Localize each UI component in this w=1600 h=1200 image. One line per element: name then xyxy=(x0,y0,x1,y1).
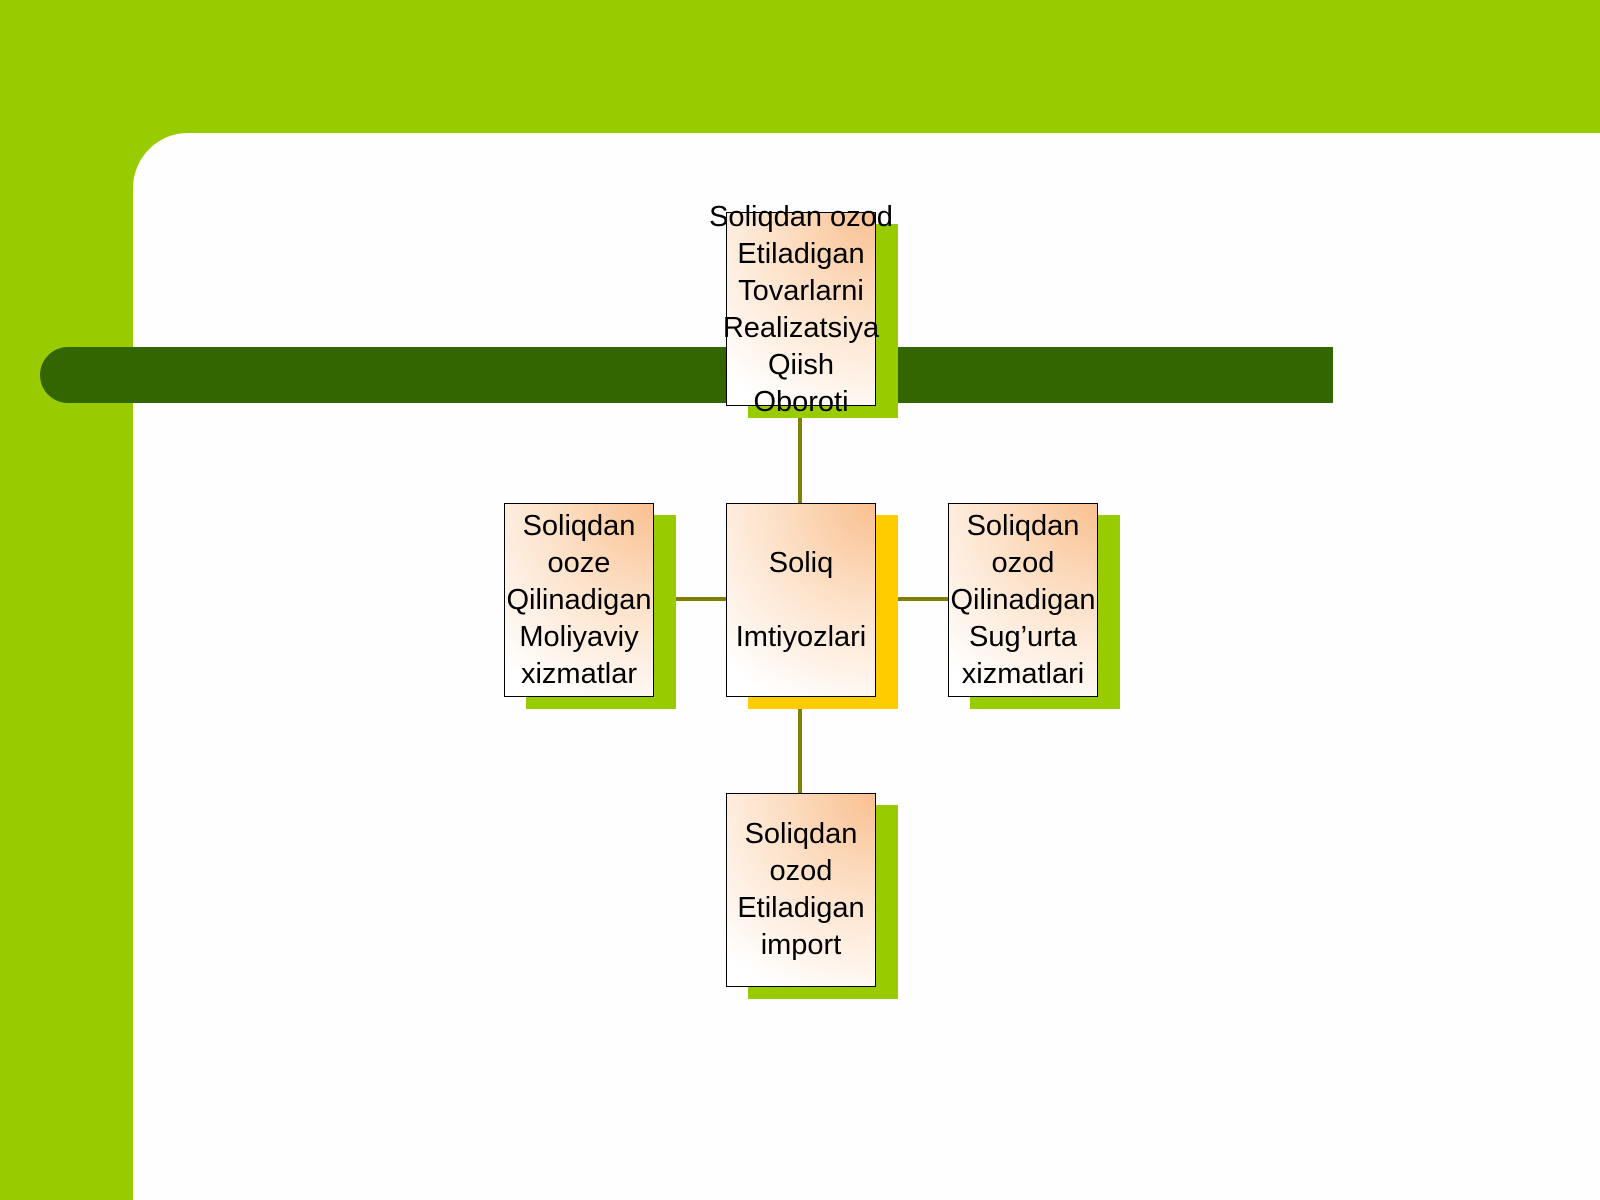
node-line: Moliyaviy xyxy=(519,620,639,653)
node-exempt-import: Soliqdan ozod Etiladigan import xyxy=(726,793,898,999)
node-line: Soliq xyxy=(768,546,834,579)
node-line: Qilinadigan xyxy=(950,583,1096,616)
node-text: Soliqdan ozod Etiladigan Tovarlarni Real… xyxy=(709,199,893,421)
node-line: Realizatsiya xyxy=(722,312,880,344)
node-line: Qilinadigan xyxy=(506,583,652,616)
node-line: Qiish xyxy=(767,349,835,381)
node-line: xizmatlar xyxy=(520,657,637,690)
node-line: Imtiyozlari xyxy=(735,620,867,653)
node-tax-benefits: Soliq Imtiyozlari xyxy=(726,503,898,709)
node-box: Soliq Imtiyozlari xyxy=(726,503,876,697)
node-line: ozod xyxy=(769,855,833,887)
node-box: Soliqdan ozod Etiladigan Tovarlarni Real… xyxy=(709,201,893,418)
connector-left-center xyxy=(652,597,726,601)
node-line: Soliqdan ozod xyxy=(709,201,893,233)
node-line: Etiladigan xyxy=(737,238,865,270)
connector-center-right xyxy=(874,597,948,601)
node-box: Soliqdan ozod Etiladigan import xyxy=(726,793,876,987)
node-line: ooze xyxy=(547,546,611,579)
node-line: ozod xyxy=(991,546,1055,579)
horizontal-accent-bar xyxy=(40,347,1333,403)
node-box: Soliqdan ozod Qilinadigan Sug’urta xizma… xyxy=(948,503,1098,697)
node-line: xizmatlari xyxy=(961,657,1085,690)
node-line: import xyxy=(760,929,842,961)
node-line: Sug’urta xyxy=(968,620,1077,653)
top-left-green-block xyxy=(0,0,560,133)
node-line: Soliqdan xyxy=(966,509,1080,542)
node-box: Soliqdan ooze Qilinadigan Moliyaviy xizm… xyxy=(504,503,654,697)
node-line: Soliqdan xyxy=(744,818,858,850)
connector-top-center xyxy=(798,408,802,504)
node-line: Oboroti xyxy=(753,386,849,418)
connector-center-bottom xyxy=(798,697,802,793)
node-line: Tovarlarni xyxy=(738,275,864,307)
node-exempt-insurance-services: Soliqdan ozod Qilinadigan Sug’urta xizma… xyxy=(948,503,1120,709)
node-exempt-financial-services: Soliqdan ooze Qilinadigan Moliyaviy xizm… xyxy=(504,503,676,709)
node-tax-exempt-goods-turnover: Soliqdan ozod Etiladigan Tovarlarni Real… xyxy=(709,201,898,418)
node-line: Soliqdan xyxy=(522,509,636,542)
node-line: Etiladigan xyxy=(737,892,865,924)
